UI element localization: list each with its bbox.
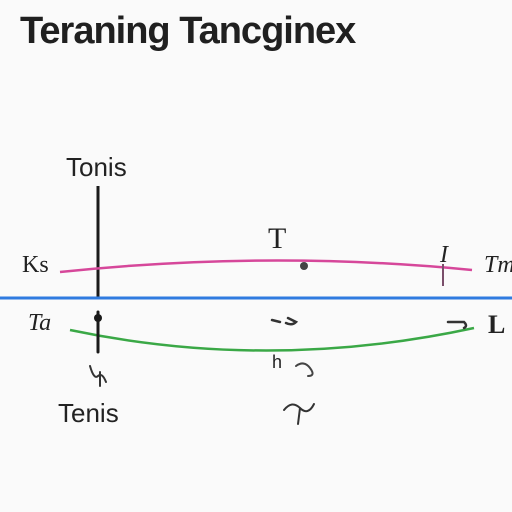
left-marker-knob (94, 314, 102, 322)
label-right-upper: Tm (484, 252, 512, 278)
label-left-lower: Ta (28, 310, 52, 336)
left-scribble (89, 365, 107, 387)
upper-curve (59, 259, 473, 274)
label-right-top-tick: I (440, 242, 448, 268)
label-center-small: h (272, 352, 283, 372)
lower-curve (69, 326, 475, 352)
center-mark (270, 316, 299, 326)
upper-curve-center-dot (300, 262, 308, 270)
diagram-title: Teraning Tancginex (20, 10, 356, 52)
label-right-lower: L (488, 310, 506, 339)
label-left-upper: Ks (22, 252, 49, 278)
right-bracket (446, 320, 468, 330)
center-scribble (295, 362, 314, 377)
label-top-left: Tonis (66, 152, 127, 182)
label-center-top: T (268, 222, 287, 255)
bottom-squiggle (283, 403, 315, 425)
label-bottom-left: Tenis (58, 398, 119, 428)
